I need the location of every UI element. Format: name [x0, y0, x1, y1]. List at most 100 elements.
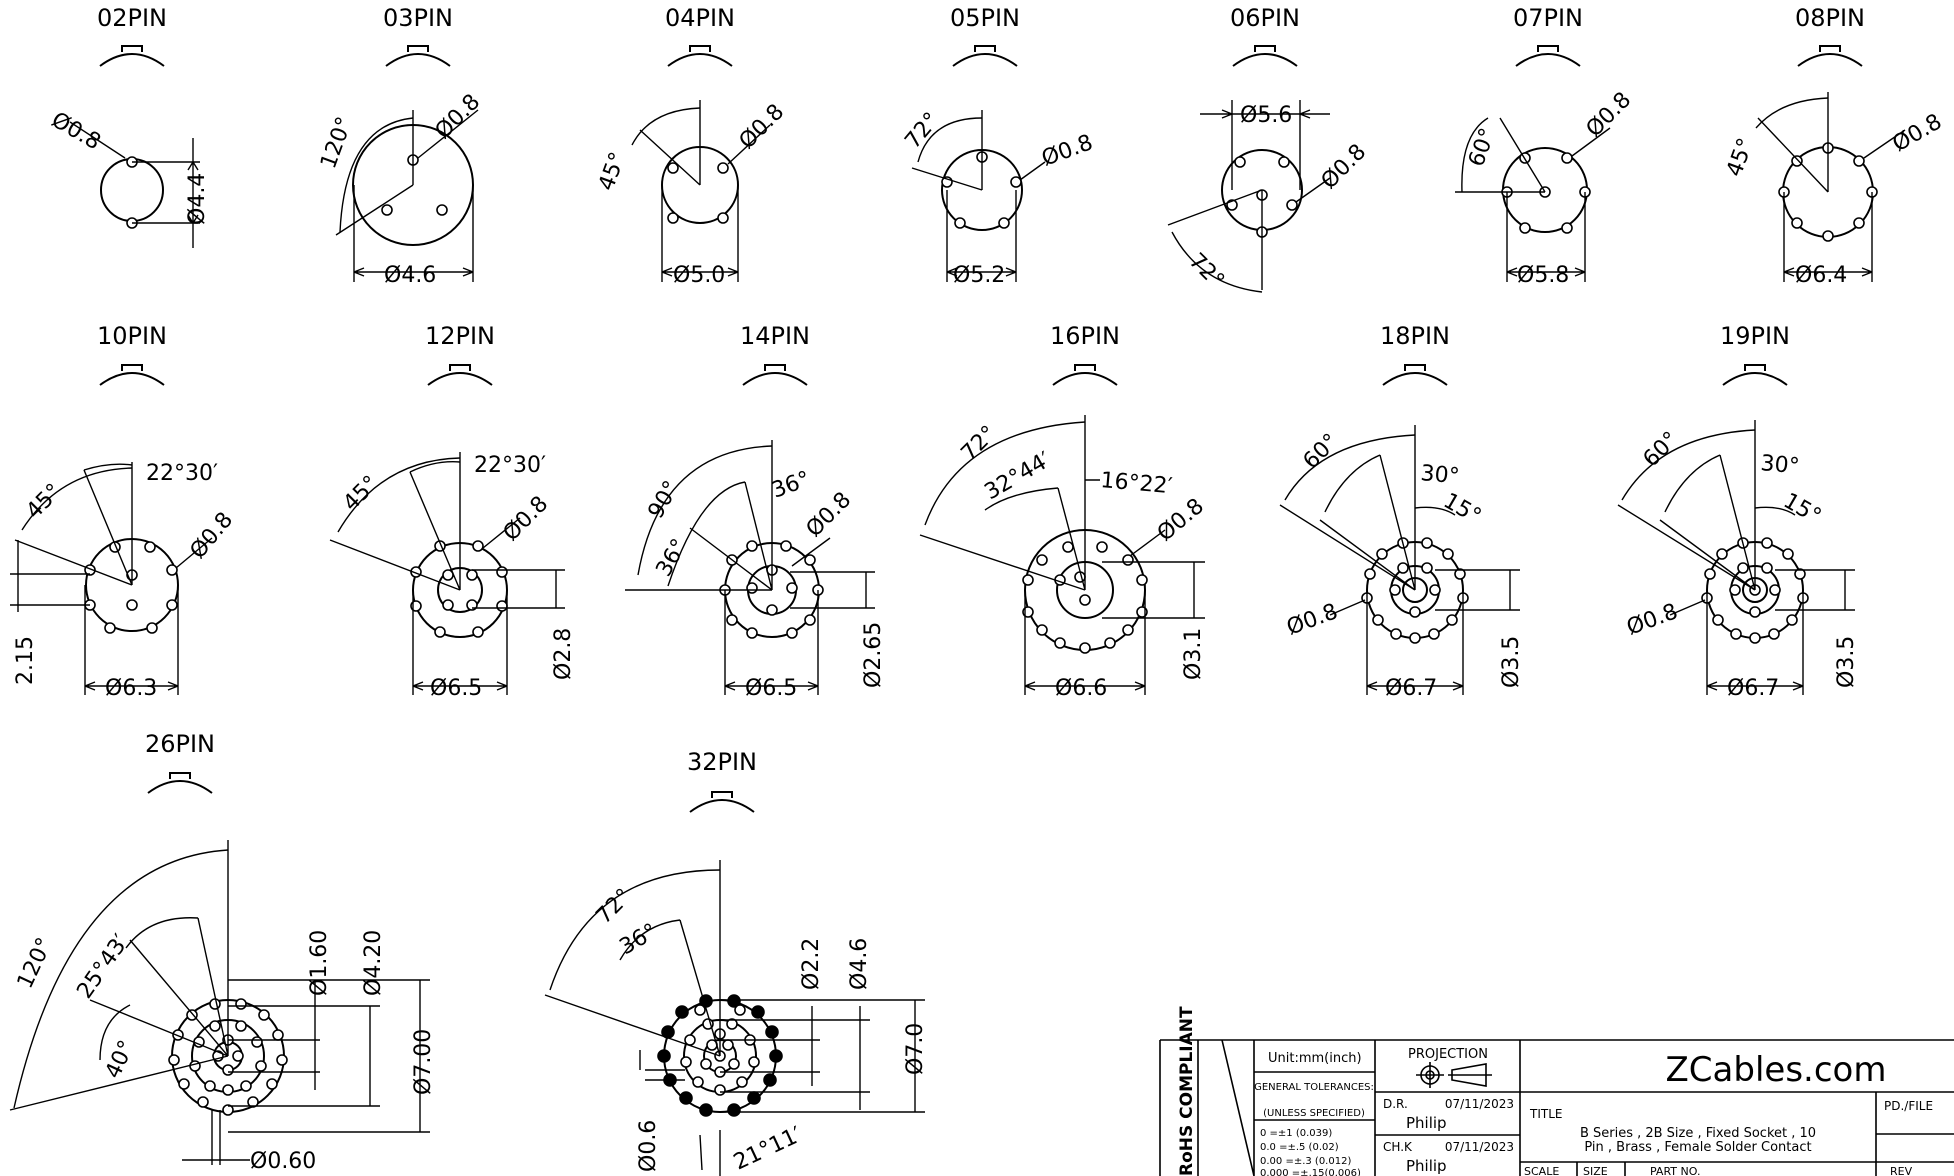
callout-pcd: Ø5.2 [953, 263, 1005, 288]
pin-hole [667, 162, 679, 174]
callout-angle: 60° [1299, 429, 1344, 474]
pin-hole [1022, 574, 1034, 586]
pin-hole [1054, 637, 1066, 649]
projection-label: PROJECTION [1408, 1047, 1488, 1062]
pin-hole [804, 614, 816, 626]
keyway-symbol [1052, 364, 1118, 386]
callout-pcd: Ø6.4 [1795, 263, 1847, 288]
drawn-name: Philip [1406, 1114, 1447, 1132]
pin-hole [104, 622, 116, 634]
rohs-label: RoHS COMPLIANT [1177, 1006, 1197, 1176]
callout-angle-sub: 22°30′ [474, 453, 546, 478]
pin-hole [496, 600, 508, 612]
callout-offset-angle: 21°11′ [730, 1122, 806, 1175]
keyway-symbol [1515, 45, 1581, 67]
callout-angle-sub: 22°30′ [146, 461, 218, 486]
callout-pin-dia: Ø0.60 [250, 1149, 316, 1174]
pin-hole [1122, 624, 1134, 636]
callout-angle: 120° [316, 114, 358, 172]
variant-32pin: 32PIN [544, 748, 928, 1176]
callout-angle-step: 36° [769, 467, 814, 504]
pin-hole [126, 599, 138, 611]
variant-title: 14PIN [740, 322, 810, 350]
projection-symbol-icon [1416, 1062, 1492, 1088]
variant-07pin: 07PIN 60° Ø0.8 Ø5.8 [1455, 4, 1636, 288]
variant-title: 16PIN [1050, 322, 1120, 350]
pin-hole [466, 569, 478, 581]
callout-angle-sub: 30° [1419, 461, 1460, 489]
pin-hole [746, 540, 758, 552]
callout-angle-sub: 36° [616, 919, 662, 960]
callout-pin-dia: Ø0.8 [802, 488, 857, 543]
pin-hole [1561, 152, 1573, 164]
variant-title: 03PIN [383, 4, 453, 32]
callout-pcd: Ø6.5 [745, 676, 797, 701]
unit-label: Unit:mm(inch) [1268, 1051, 1362, 1066]
variant-title: 06PIN [1230, 4, 1300, 32]
callout-core-pcd: Ø2.2 [799, 938, 824, 990]
variant-title: 08PIN [1795, 4, 1865, 32]
callout-angle: 45° [594, 149, 631, 194]
pin-ring-outer [168, 998, 288, 1116]
callout-angle: 72° [900, 108, 944, 154]
pin-hole [1791, 217, 1803, 229]
title-line-2: Pin , Brass , Female Solder Contact [1584, 1140, 1811, 1155]
tolerance-row: 0.000 =±.15(0.006) [1260, 1168, 1361, 1176]
pin-hole [1104, 637, 1116, 649]
callout-pcd: Ø4.6 [384, 263, 436, 288]
pin-hole [1234, 156, 1246, 168]
callout-angle-step: 15° [1779, 489, 1825, 530]
variant-19pin: 19PIN 60 [1617, 322, 1859, 701]
callout-angle: 45° [1722, 135, 1759, 180]
pin-hole [1136, 574, 1148, 586]
pin-ring-inner [1389, 562, 1441, 618]
part-no-label: PART NO. [1650, 1165, 1700, 1176]
callout-inner-pcd: Ø3.1 [1181, 628, 1206, 680]
pin-hole [1286, 199, 1298, 211]
callout-angle-step: 16°22′ [1099, 468, 1173, 499]
callout-pin-dia: Ø0.8 [1624, 599, 1682, 640]
pin-hole [146, 622, 158, 634]
callout-angle-step: 15° [1439, 489, 1485, 530]
keyway-symbol [1797, 45, 1863, 67]
callout-mid-pcd: Ø4.6 [847, 938, 872, 990]
variant-title: 12PIN [425, 322, 495, 350]
variant-title: 05PIN [950, 4, 1020, 32]
title-line-1: B Series , 2B Size , Fixed Socket , 10 [1580, 1126, 1816, 1141]
keyway-symbol [742, 364, 808, 386]
callout-pcd: Ø6.7 [1385, 676, 1437, 701]
keyway-symbol [99, 364, 165, 386]
callout-core-dia: Ø1.60 [307, 930, 332, 996]
keyway-symbol [1722, 364, 1788, 386]
callout-pcd: Ø6.3 [105, 676, 157, 701]
callout-inner-pcd: Ø2.8 [551, 628, 576, 680]
pin-hole [786, 627, 798, 639]
drawn-date: 07/11/2023 [1445, 1097, 1514, 1111]
callout-pcd: Ø6.7 [1727, 676, 1779, 701]
pin-hole [166, 564, 178, 576]
pin-ring-outer [657, 994, 783, 1117]
callout-mid-pcd: Ø4.20 [361, 930, 386, 996]
pin-hole [954, 217, 966, 229]
pin-hole [1519, 222, 1531, 234]
variant-title: 19PIN [1720, 322, 1790, 350]
callout-inner-pcd: Ø2.65 [861, 622, 886, 688]
variant-26pin: 26PIN [9, 730, 436, 1174]
callout-angle-sub: 32°44′ [981, 448, 1056, 506]
keyway-symbol [952, 45, 1018, 67]
keyway-symbol [427, 364, 493, 386]
pin-hole [667, 212, 679, 224]
variant-title: 32PIN [687, 748, 757, 776]
pin-hole [1278, 156, 1290, 168]
pin-hole [786, 582, 798, 594]
pin-hole [1561, 222, 1573, 234]
pin-hole [717, 162, 729, 174]
callout-angle-step: 40° [101, 1037, 140, 1083]
checked-name: Philip [1406, 1157, 1447, 1175]
unless-specified-label: (UNLESS SPECIFIED) [1263, 1108, 1365, 1119]
variant-title: 26PIN [145, 730, 215, 758]
callout-inner-pcd: Ø3.5 [1499, 636, 1524, 688]
callout-angle-sub: 25°43′ [72, 930, 134, 1003]
callout-angle: 60° [1464, 125, 1501, 170]
